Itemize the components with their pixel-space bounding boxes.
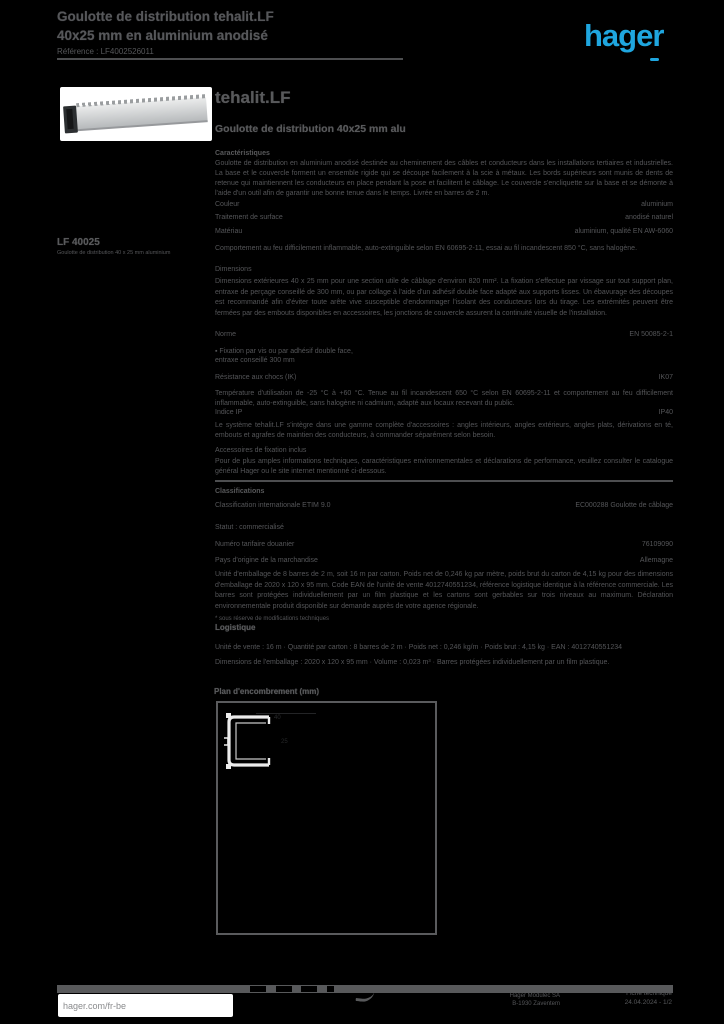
spec-row: Statut : commercialisé [215, 524, 673, 534]
product-subtitle: Goulotte de distribution 40x25 mm alu [215, 123, 406, 135]
spec-label: Couleur [215, 201, 240, 208]
section-divider [215, 480, 673, 482]
spec-row: Classification internationale ETIM 9.0 E… [215, 502, 673, 512]
document-title-line1: Goulotte de distribution tehalit.LF [57, 9, 274, 24]
footer-social-icon [276, 986, 292, 992]
spec-value: Allemagne [639, 557, 673, 564]
spec-label: Résistance aux chocs (IK) [215, 374, 297, 381]
spec-value: IP40 [658, 409, 673, 416]
dimensions-paragraph: Dimensions extérieures 40 x 25 mm pour u… [215, 278, 673, 317]
spec-value: aluminium, qualité EN AW-6060 [574, 228, 673, 235]
spec-label: Norme [215, 331, 237, 338]
section-heading-drawing: Plan d'encombrement (mm) [214, 687, 320, 696]
spec-row: Accessoires de fixation inclus [215, 447, 673, 457]
trunking-profile-body [66, 94, 208, 132]
spec-label: Pays d'origine de la marchandise [215, 557, 318, 564]
spec-row: Résistance aux chocs (IK) IK07 [215, 374, 673, 384]
spec-value: EC000288 Goulotte de câblage [575, 502, 673, 509]
footer-doc-line1: Fiche technique [626, 990, 672, 997]
footer-social-icon [250, 986, 266, 992]
footer-band [57, 985, 673, 993]
spec-value: anodisé naturel [625, 214, 673, 221]
spec-value: aluminium [641, 201, 673, 208]
document-reference: Référence : LF4002526011 [57, 47, 154, 56]
dimensional-drawing-box: 40 25 [216, 701, 437, 935]
temperature-paragraph: Température d'utilisation de -25 °C à +6… [215, 390, 673, 407]
footer-company-line1: Hager Modulec SA [509, 993, 560, 999]
footer-url-box: hager.com/fr-be [58, 994, 233, 1017]
trunking-end-slot [66, 108, 74, 130]
spec-label: Classification internationale ETIM 9.0 [215, 502, 331, 509]
spec-row: Numéro tarifaire douanier 76109090 [215, 541, 673, 551]
trunking-end-opening [63, 105, 78, 134]
spec-label: Dimensions [215, 266, 252, 273]
document-title-line2: 40x25 mm en aluminium anodisé [57, 28, 268, 43]
spec-value: 76109090 [641, 541, 673, 548]
spec-value: EN 50085-2-1 [629, 331, 673, 338]
trunking-teeth [76, 94, 207, 108]
spec-row: Dimensions [215, 266, 673, 276]
footnote: * sous réserve de modifications techniqu… [215, 616, 330, 622]
footer-company-line2: B-1930 Zaventem [512, 1001, 560, 1007]
product-description: Goulotte de distribution en aluminium an… [215, 160, 673, 197]
dimension-height-label: 25 [281, 739, 288, 745]
section-heading-classifications: Classifications [215, 488, 265, 495]
system-paragraph: Le système tehalit.LF s'intègre dans une… [215, 422, 673, 439]
spec-row: Indice IP IP40 [215, 409, 673, 419]
header-divider [57, 58, 403, 60]
footer-social-icon [301, 986, 317, 992]
spec-label: Traitement de surface [215, 214, 283, 221]
spec-label: Indice IP [215, 409, 243, 416]
dimension-width-label: 40 [274, 715, 281, 721]
fixing-bullet-row: ▪ Fixation par vis ou par adhésif double… [215, 348, 353, 364]
spec-row: Couleur aluminium [215, 201, 673, 211]
logistics-line2: Dimensions de l'emballage : 2020 x 120 x… [215, 659, 610, 666]
spec-value: IK07 [658, 374, 673, 381]
dimension-line [256, 713, 316, 714]
hager-logo-mark [650, 58, 659, 61]
profile-cross-section-drawing [224, 713, 271, 769]
logistics-line1: Unité de vente : 16 m · Quantité par car… [215, 644, 623, 651]
sidebar-reference-caption: Goulotte de distribution 40 x 25 mm alum… [57, 250, 171, 256]
spec-label: Matériau [215, 228, 243, 235]
spec-row: Pays d'origine de la marchandise Allemag… [215, 557, 673, 567]
trunking-shadow-edge [67, 120, 208, 132]
packaging-paragraph: Unité d'emballage de 8 barres de 2 m, so… [215, 571, 673, 610]
spec-row: Traitement de surface anodisé naturel [215, 214, 673, 224]
section-heading-logistics: Logistique [215, 623, 256, 632]
sidebar-reference: LF 40025 [57, 237, 100, 248]
footer-url-link[interactable]: hager.com/fr-be [63, 1001, 127, 1011]
footer-signature-swoosh [355, 989, 375, 1003]
fire-behaviour-note: Comportement au feu difficilement inflam… [215, 245, 638, 252]
product-title: tehalit.LF [215, 88, 291, 107]
footer-doc-line2: 24.04.2024 - 1/2 [624, 999, 672, 1006]
spec-label: Numéro tarifaire douanier [215, 541, 295, 548]
info-paragraph: Pour de plus amples informations techniq… [215, 458, 673, 475]
spec-label: Statut : commercialisé [215, 524, 284, 531]
product-photo [60, 87, 212, 141]
footer-social-icon [327, 986, 334, 992]
spec-row: Norme EN 50085-2-1 [215, 331, 673, 341]
hager-logo: hager [584, 18, 664, 53]
section-heading-characteristics: Caractéristiques [215, 150, 270, 157]
spec-row: Matériau aluminium, qualité EN AW-6060 [215, 228, 673, 238]
spec-label: Accessoires de fixation inclus [215, 447, 307, 454]
